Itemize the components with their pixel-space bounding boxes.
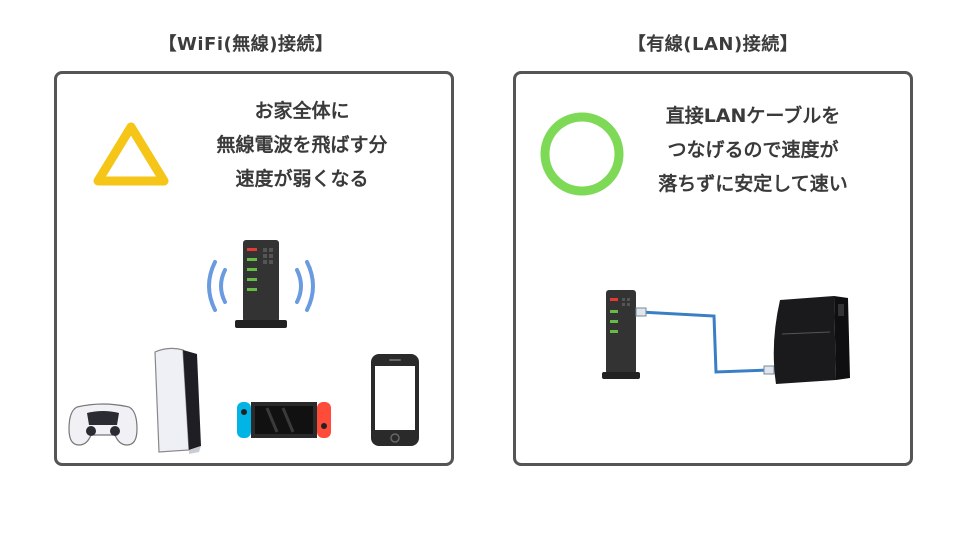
lan-description-line: 落ちずに安定して速い — [658, 173, 848, 195]
lan-description: 直接LANケーブルを つなげるので速度が 落ちずに安定して速い — [628, 99, 878, 201]
wifi-description: お家全体に 無線電波を飛ばす分 速度が弱くなる — [177, 94, 427, 196]
lan-panel-title: 【有線(LAN)接続】 — [627, 34, 799, 55]
wifi-description-line: 無線電波を飛ばす分 — [216, 134, 388, 156]
wifi-panel-title: 【WiFi(無線)接続】 — [158, 34, 334, 55]
wifi-router-icon — [207, 240, 315, 328]
smartphone-icon — [371, 354, 419, 446]
wifi-description-line: お家全体に — [254, 100, 350, 122]
wired-connection-icon — [602, 290, 850, 384]
console-icon — [154, 347, 201, 454]
wifi-panel: お家全体に 無線電波を飛ばす分 速度が弱くなる — [54, 71, 454, 466]
handheld-console-icon — [237, 402, 331, 438]
game-controller-icon — [68, 403, 138, 446]
triangle-icon — [93, 122, 169, 186]
lan-panel: 直接LANケーブルを つなげるので速度が 落ちずに安定して速い — [513, 71, 913, 466]
lan-description-line: つなげるので速度が — [667, 139, 839, 161]
lan-description-line: 直接LANケーブルを — [665, 105, 841, 127]
wifi-description-line: 速度が弱くなる — [235, 168, 369, 190]
circle-icon — [540, 112, 624, 196]
